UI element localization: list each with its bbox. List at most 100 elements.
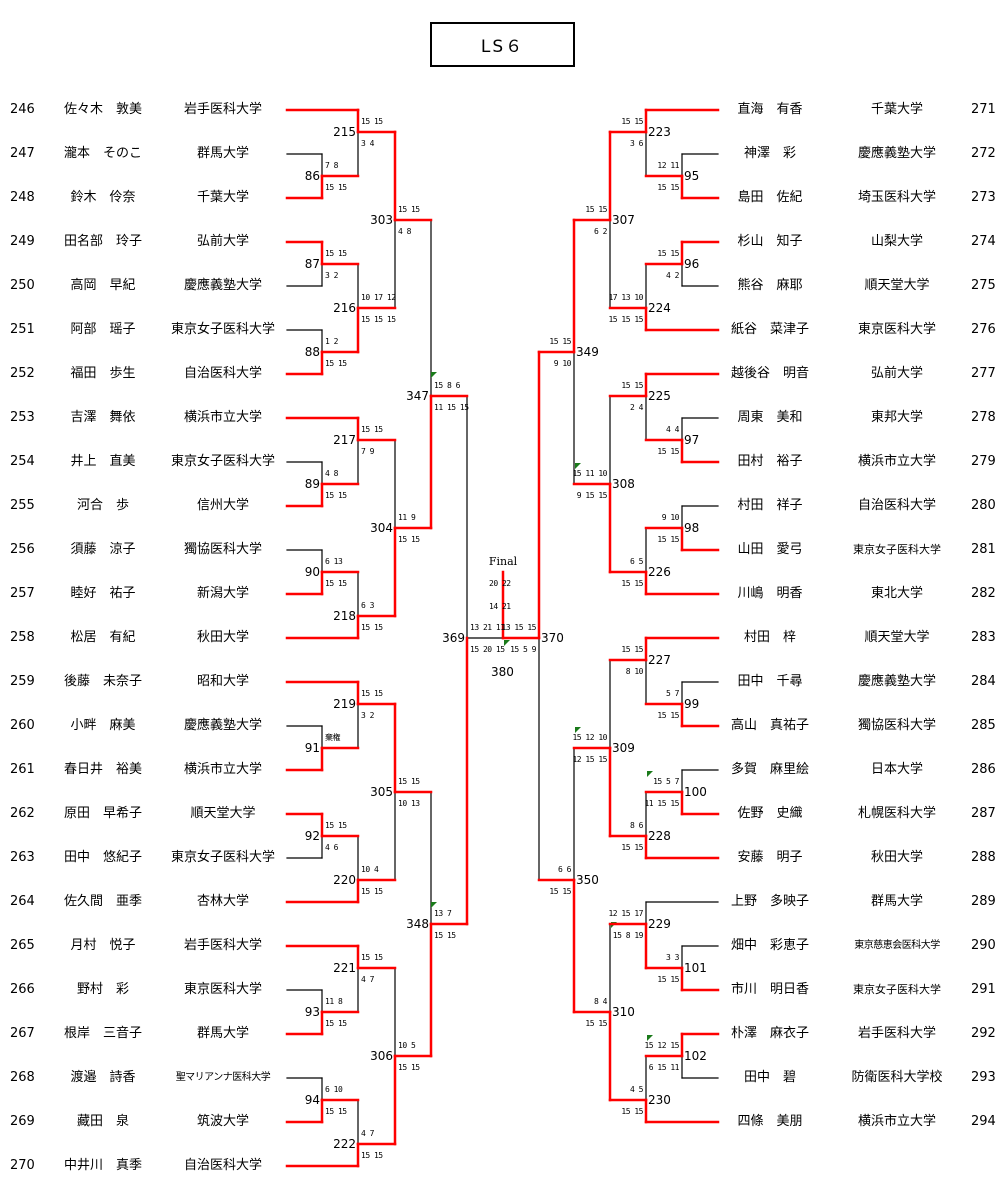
- player-university: 横浜市立大学: [183, 762, 262, 777]
- player-number: 290: [971, 938, 996, 953]
- player-number: 255: [10, 498, 35, 513]
- player-name: 川嶋 明香: [737, 586, 803, 601]
- score-top: 6 13: [325, 557, 343, 566]
- match-number: 227: [648, 653, 671, 667]
- comment-marker-icon[interactable]: [431, 372, 437, 378]
- score-bottom: 3 2: [361, 711, 374, 720]
- player-name: 熊谷 麻耶: [737, 278, 803, 293]
- score-bottom: 15 15: [398, 535, 420, 544]
- score-top: 3 3: [666, 953, 679, 962]
- score-top: 4 4: [666, 425, 679, 434]
- player-university: 筑波大学: [196, 1114, 249, 1129]
- player-number: 293: [971, 1070, 996, 1085]
- player-university: 慶應義塾大学: [183, 278, 262, 293]
- player-number: 269: [10, 1114, 35, 1129]
- player-number: 282: [971, 586, 996, 601]
- score-bottom: 15 15: [621, 1107, 643, 1116]
- score-top: 1 2: [325, 337, 338, 346]
- player-name: 神澤 彩: [743, 146, 796, 161]
- player-name: 越後谷 明音: [730, 366, 809, 381]
- match-number: 102: [684, 1049, 707, 1063]
- player-number: 276: [971, 322, 996, 337]
- score-top: 6 6: [558, 865, 571, 874]
- player-number: 283: [971, 630, 996, 645]
- score-bottom: 15 15: [325, 1019, 347, 1028]
- player-name: 小畔 麻美: [70, 718, 136, 733]
- match-number: 303: [370, 213, 393, 227]
- player-university: 東京慈恵会医科大学: [854, 940, 940, 951]
- score-top: 6 5: [630, 557, 643, 566]
- player-university: 自治医科大学: [183, 366, 262, 381]
- comment-marker-icon[interactable]: [575, 727, 581, 733]
- player-university: 横浜市立大学: [857, 454, 936, 469]
- match-number: 95: [684, 169, 700, 183]
- player-name: 村田 祥子: [737, 498, 803, 513]
- score-bottom: 15 8 19: [612, 931, 644, 940]
- score-top: 棄権: [325, 733, 341, 742]
- player-university: 山梨大学: [870, 234, 923, 249]
- comment-marker-icon[interactable]: [575, 463, 581, 469]
- score-top: 11 8: [325, 997, 343, 1006]
- player-university: 東京女子医科大学: [170, 850, 275, 865]
- player-number: 288: [971, 850, 996, 865]
- draw-title: LS６: [430, 22, 575, 67]
- player-name: 原田 早希子: [63, 806, 142, 821]
- comment-marker-icon[interactable]: [431, 902, 437, 908]
- score-bottom: 3 2: [325, 271, 338, 280]
- player-university: 信州大学: [196, 498, 249, 513]
- score-final-b: 14 21: [489, 602, 511, 611]
- match-number: 380: [491, 665, 514, 679]
- player-number: 294: [971, 1114, 996, 1129]
- player-number: 267: [10, 1026, 35, 1041]
- match-number: 228: [648, 829, 671, 843]
- player-name: 藏田 泉: [76, 1114, 129, 1129]
- player-name: 睦好 祐子: [70, 586, 136, 601]
- score-top: 15 15: [398, 777, 420, 786]
- player-university: 群馬大学: [870, 894, 923, 909]
- score-top: 15 15: [398, 205, 420, 214]
- score-top: 15 15: [657, 249, 679, 258]
- player-university: 慶應義塾大学: [857, 146, 936, 161]
- comment-marker-icon[interactable]: [647, 1035, 653, 1041]
- player-university: 東京医科大学: [857, 322, 936, 337]
- player-number: 247: [10, 146, 35, 161]
- player-number: 271: [971, 102, 996, 117]
- player-university: 千葉大学: [870, 102, 923, 117]
- player-university: 岩手医科大学: [857, 1026, 936, 1041]
- player-number: 268: [10, 1070, 35, 1085]
- player-name: 四條 美朋: [737, 1114, 803, 1129]
- score-top: 15 15: [361, 689, 383, 698]
- player-university: 獨協医科大学: [857, 718, 936, 733]
- score-top: 15 15: [361, 953, 383, 962]
- score-top: 8 6: [630, 821, 643, 830]
- player-university: 獨協医科大学: [183, 542, 262, 557]
- player-name: 安藤 明子: [737, 850, 803, 865]
- player-university: 東京医科大学: [183, 982, 262, 997]
- player-university: 弘前大学: [870, 366, 923, 381]
- player-number: 260: [10, 718, 35, 733]
- match-number: 87: [304, 257, 320, 271]
- player-university: 杏林大学: [196, 894, 249, 909]
- score-top: 15 15: [621, 645, 643, 654]
- score-bottom: 15 15: [325, 579, 347, 588]
- player-number: 251: [10, 322, 35, 337]
- match-number: 308: [612, 477, 635, 491]
- player-number: 248: [10, 190, 35, 205]
- score-bottom: 15 15: [434, 931, 456, 940]
- player-university: 防衛医科大学校: [851, 1070, 943, 1085]
- score-top: 12 15 17: [608, 909, 643, 918]
- score-top: 6 10: [325, 1085, 343, 1094]
- comment-marker-icon[interactable]: [647, 771, 653, 777]
- comment-marker-icon[interactable]: [504, 640, 510, 646]
- player-number: 261: [10, 762, 35, 777]
- score-bottom: 8 10: [625, 667, 644, 676]
- score-top: 9 10: [661, 513, 680, 522]
- player-name: 周東 美和: [737, 410, 803, 425]
- match-number: 100: [684, 785, 707, 799]
- score-bottom: 4 7: [361, 975, 374, 984]
- score-bottom: 15 5 9: [510, 645, 536, 654]
- player-number: 275: [971, 278, 996, 293]
- player-name: 高山 真祐子: [730, 718, 809, 733]
- score-top: 4 8: [325, 469, 338, 478]
- player-name: 直海 有香: [737, 102, 803, 117]
